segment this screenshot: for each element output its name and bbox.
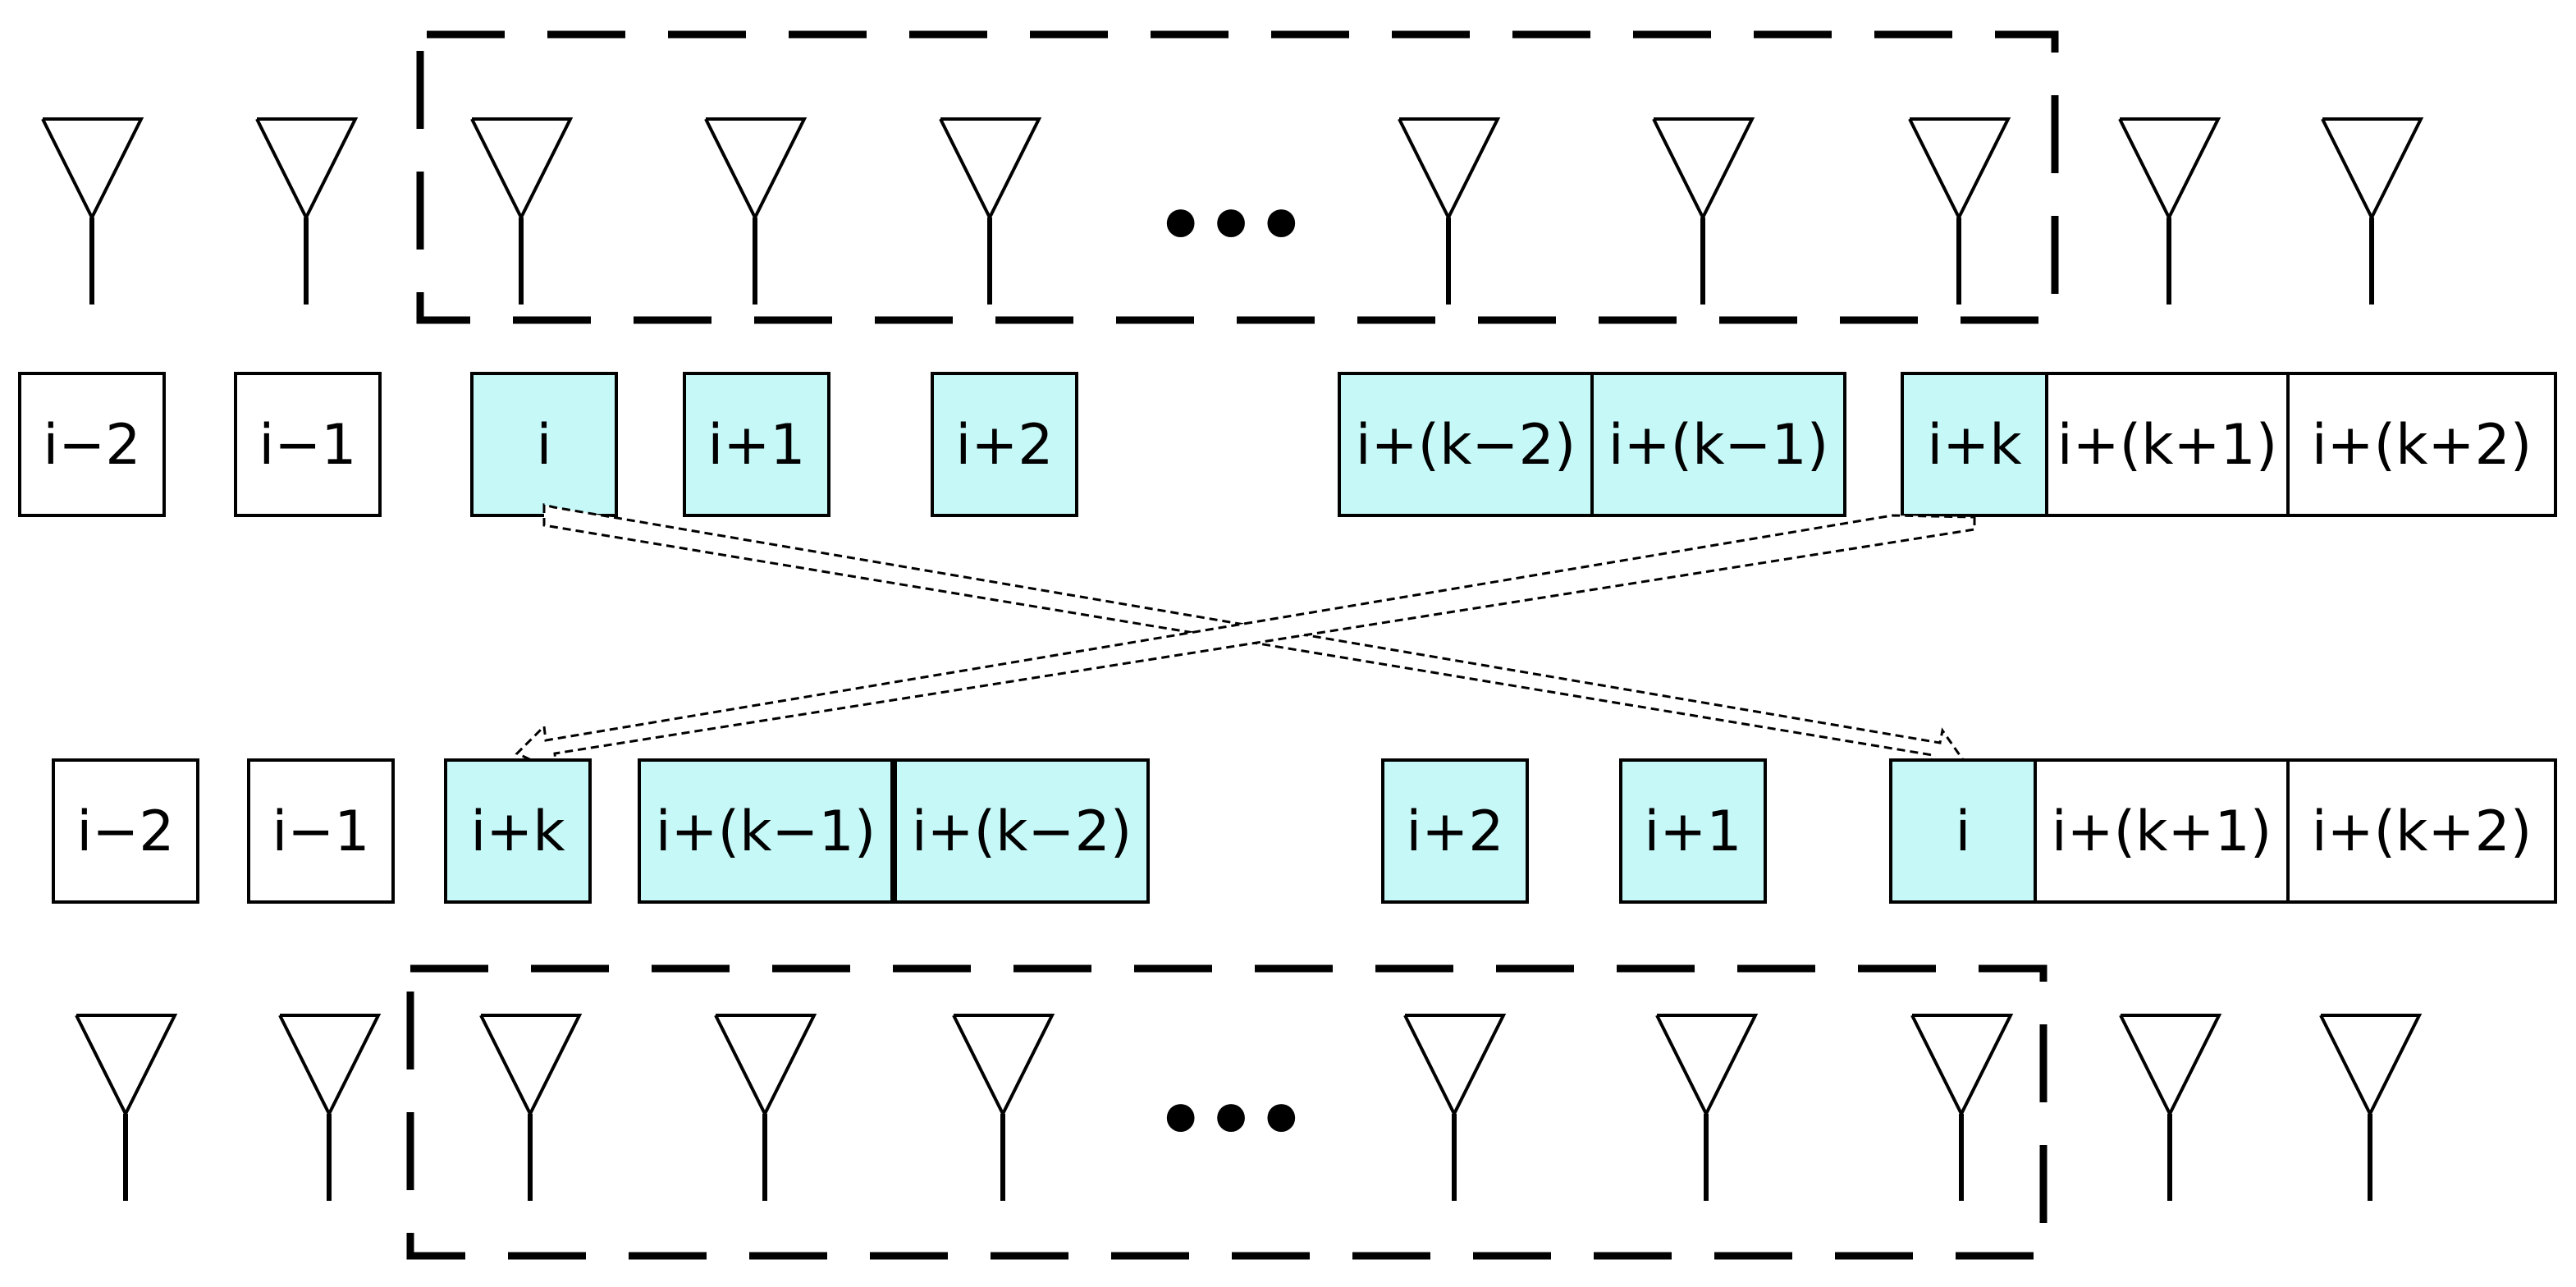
antenna-icon xyxy=(1405,1015,1503,1201)
top-box-7 xyxy=(1901,372,2048,517)
antenna-icon xyxy=(280,1015,378,1201)
antenna-icon xyxy=(716,1015,814,1201)
bottom-box-label: i xyxy=(1956,799,1971,864)
bottom-ellipsis: ••• xyxy=(1155,1074,1306,1166)
top-box-9 xyxy=(2286,372,2557,517)
bottom-box-4 xyxy=(894,758,1150,904)
antenna-icon xyxy=(1910,119,2008,305)
top-box-label: i+(k−2) xyxy=(1356,413,1576,478)
bottom-box-7 xyxy=(1889,758,2037,904)
top-box-row: i−2 i−1 i i+1 i+2 i+(k−2) i+(k−1) i+k i+… xyxy=(18,372,2557,517)
top-box-label: i−1 xyxy=(259,413,356,478)
top-box-label: i+(k−1) xyxy=(1608,413,1829,478)
top-box-label: i+k xyxy=(1927,413,2022,478)
top-box-1 xyxy=(234,372,382,517)
bottom-box-9 xyxy=(2286,758,2557,904)
top-selected-group-frame xyxy=(416,30,2059,324)
antenna-icon xyxy=(1654,119,1752,305)
antenna-icon xyxy=(706,119,804,305)
bottom-selected-group-frame xyxy=(406,964,2048,1260)
bottom-box-label: i−1 xyxy=(272,799,369,864)
top-box-label: i xyxy=(537,413,552,478)
bottom-box-label: i+(k+1) xyxy=(2052,799,2272,864)
top-box-label: i+2 xyxy=(955,413,1053,478)
bottom-box-label: i−2 xyxy=(76,799,174,864)
bottom-box-label: i+2 xyxy=(1406,799,1503,864)
bottom-box-5 xyxy=(1381,758,1529,904)
antenna-icon xyxy=(940,119,1039,305)
arrow-ik-to-ik xyxy=(515,514,1976,774)
top-box-label: i−2 xyxy=(43,413,140,478)
top-box-label: i+1 xyxy=(707,413,805,478)
antenna-icon xyxy=(257,119,355,305)
bottom-box-0 xyxy=(52,758,199,904)
bottom-box-label: i+(k+2) xyxy=(2312,799,2533,864)
bottom-box-3 xyxy=(638,758,894,904)
antenna-icon xyxy=(1912,1015,2011,1201)
antenna-icon xyxy=(2120,119,2218,305)
top-box-4 xyxy=(931,372,1078,517)
bottom-box-label: i+(k−2) xyxy=(912,799,1132,864)
antenna-icon xyxy=(1657,1015,1755,1201)
top-box-6 xyxy=(1590,372,1846,517)
bottom-box-label: i+(k−1) xyxy=(656,799,876,864)
antenna-icon xyxy=(1399,119,1498,305)
top-box-3 xyxy=(683,372,830,517)
top-box-5 xyxy=(1338,372,1594,517)
antenna-icon xyxy=(2121,1015,2219,1201)
bottom-box-1 xyxy=(247,758,395,904)
bottom-box-6 xyxy=(1619,758,1767,904)
top-box-0 xyxy=(18,372,166,517)
antenna-icon xyxy=(481,1015,579,1201)
antenna-icon xyxy=(2321,1015,2419,1201)
antenna-icon xyxy=(954,1015,1052,1201)
bottom-box-label: i+1 xyxy=(1644,799,1741,864)
bottom-box-8 xyxy=(2034,758,2290,904)
top-box-label: i+(k+2) xyxy=(2312,413,2533,478)
antenna-icon xyxy=(43,119,141,305)
top-box-label: i+(k+1) xyxy=(2057,413,2278,478)
antenna-icon xyxy=(472,119,570,305)
bottom-box-row: i−2 i−1 i+k i+(k−1) i+(k−2) i+2 i+1 i i+… xyxy=(52,758,2557,904)
top-box-8 xyxy=(2045,372,2290,517)
top-ellipsis: ••• xyxy=(1155,180,1306,272)
antenna-icon xyxy=(2322,119,2421,305)
antenna-icon xyxy=(76,1015,175,1201)
bottom-box-2 xyxy=(444,758,592,904)
bottom-box-label: i+k xyxy=(470,799,565,864)
